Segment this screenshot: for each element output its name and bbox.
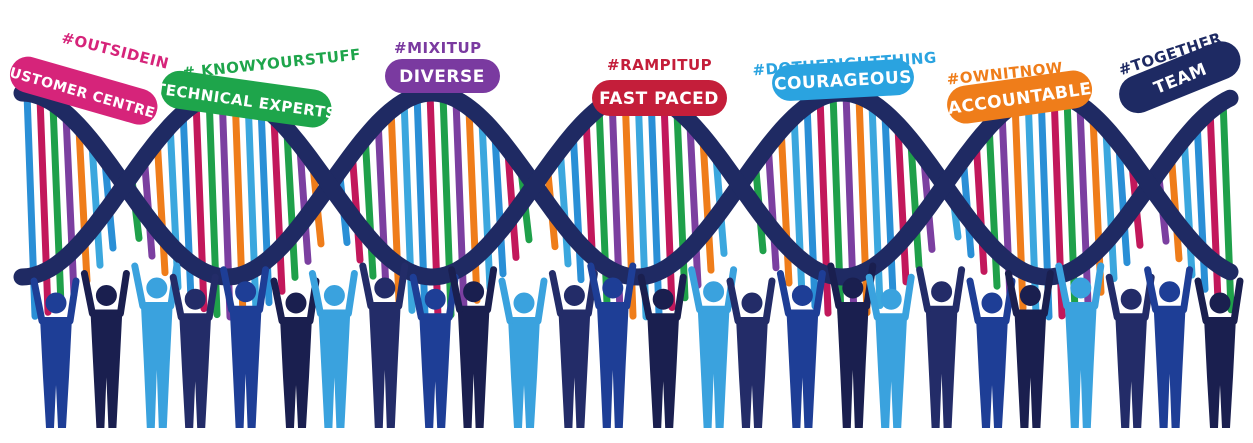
value-accountable: #OWNITNOW ACCOUNTABLE [946, 59, 1093, 124]
dna-rung [1102, 127, 1118, 283]
person-silhouette [865, 273, 915, 428]
person-silhouette [726, 277, 776, 428]
person-silhouette [308, 270, 358, 428]
value-label: DIVERSE [399, 67, 485, 87]
value-fast-paced: #RAMPITUP FAST PACED [592, 56, 727, 116]
hashtag-text: #OUTSIDEIN [60, 29, 171, 73]
dna-rung [1167, 147, 1183, 263]
dna-rung [556, 142, 572, 268]
person-silhouette [827, 262, 877, 428]
person-silhouette [30, 277, 80, 428]
value-pill [9, 56, 158, 125]
person-silhouette [1055, 262, 1105, 428]
dna-rung [153, 133, 169, 277]
person-silhouette [637, 273, 687, 428]
dna-rung [465, 106, 481, 304]
person-silhouette [448, 266, 498, 428]
dna-rung [296, 145, 312, 265]
person-silhouette [270, 277, 320, 428]
dna-rung [907, 140, 923, 270]
dna-rung [686, 121, 702, 289]
dna-rung [972, 135, 988, 275]
value-pill [160, 70, 332, 128]
dna-rung [478, 118, 494, 292]
person-silhouette [1105, 273, 1155, 428]
value-pill [1119, 41, 1241, 114]
dna-rung [569, 126, 585, 284]
dna-rung [62, 112, 78, 298]
dna-rung [699, 136, 715, 274]
dna-rung [1115, 143, 1131, 267]
dna-rung [283, 129, 299, 281]
dna-rung [777, 123, 793, 287]
person-silhouette [169, 273, 219, 428]
dna-rung [881, 111, 897, 299]
person-silhouette [916, 266, 966, 428]
dna-rung [348, 146, 364, 264]
person-silhouette [359, 262, 409, 428]
dna-rung [894, 124, 910, 286]
dna-rung [75, 125, 91, 285]
value-team: #TOGETHER TEAM [1116, 29, 1241, 114]
person-silhouette [548, 270, 598, 428]
dna-rung [491, 132, 507, 278]
person-silhouette [1144, 266, 1194, 428]
value-pill [947, 70, 1093, 124]
dna-rung [764, 138, 780, 272]
value-pill [772, 59, 914, 101]
person-silhouette [587, 262, 637, 428]
person-silhouette [80, 270, 130, 428]
dna-rung [270, 115, 286, 295]
person-silhouette [966, 277, 1016, 428]
person-silhouette [409, 273, 459, 428]
dna-rung [1180, 131, 1196, 279]
value-label: FAST PACED [599, 89, 719, 109]
dna-rung [985, 120, 1001, 290]
person-silhouette [1004, 270, 1054, 428]
hashtag-text: #RAMPITUP [607, 56, 712, 74]
person-silhouette [220, 266, 270, 428]
hashtag-text: #MIXITUP [394, 39, 482, 57]
value-courageous: #DOTHERIGHTTHING COURAGEOUS [752, 49, 937, 101]
value-pill [592, 80, 727, 116]
person-silhouette [1194, 277, 1244, 428]
dna-rung [673, 108, 689, 302]
person-silhouette [498, 277, 548, 428]
dna-rung [361, 130, 377, 280]
person-silhouette [776, 270, 826, 428]
person-silhouette [131, 262, 181, 428]
value-pill [385, 59, 500, 93]
dna-rung [88, 141, 104, 269]
people-row [30, 262, 1244, 428]
value-diverse: #MIXITUP DIVERSE [385, 39, 500, 93]
person-silhouette [688, 266, 738, 428]
